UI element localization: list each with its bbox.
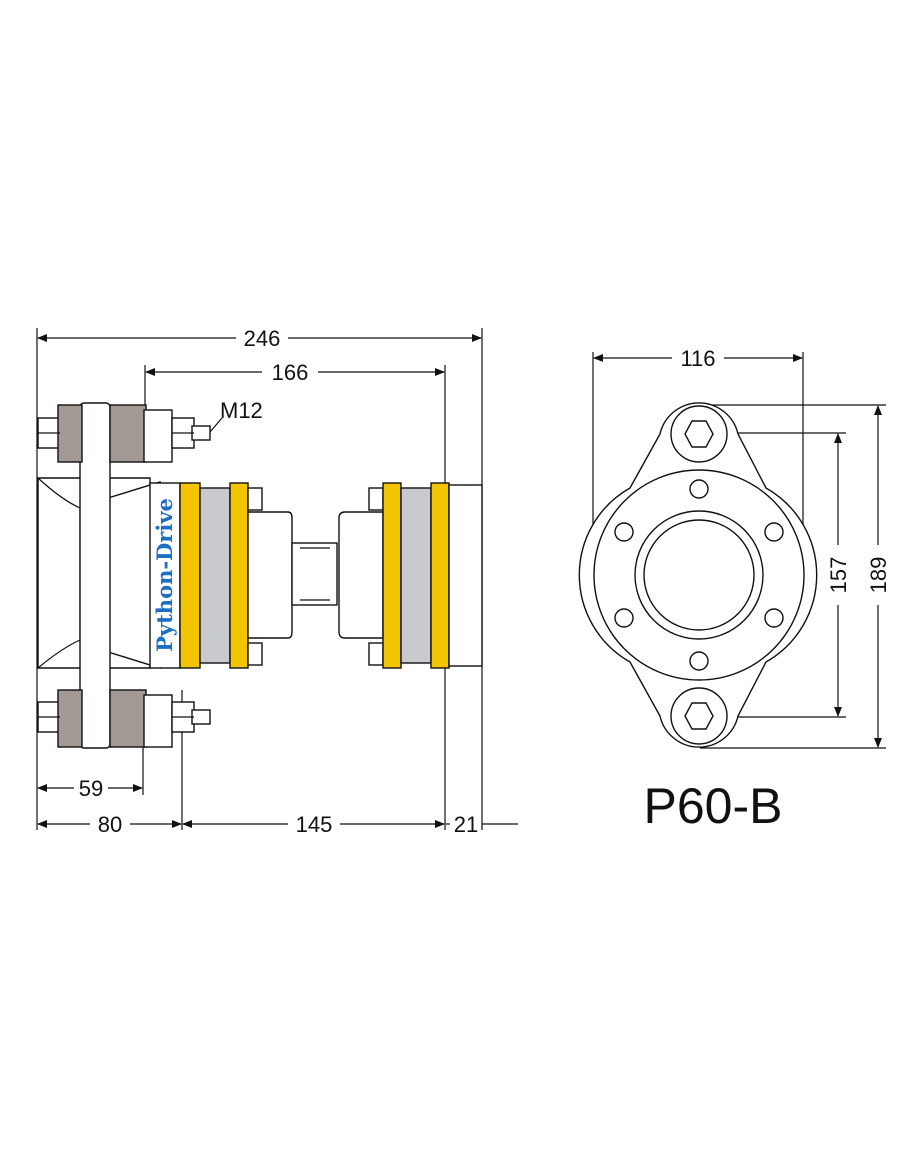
bolt-hole: [764, 608, 784, 628]
front-view: 116 157 189 P60-B: [578, 346, 891, 834]
dim-bracket-depth: 80: [37, 812, 182, 837]
svg-text:189: 189: [866, 557, 891, 594]
svg-text:157: 157: [826, 557, 851, 594]
top-bolt-assembly: [37, 404, 211, 463]
svg-text:21: 21: [454, 812, 478, 837]
center-shaft: [291, 542, 338, 606]
svg-text:80: 80: [98, 812, 122, 837]
dim-overall-length: 246: [37, 326, 482, 351]
bore-inner: [643, 519, 755, 631]
right-disc-stack: [338, 482, 483, 669]
dim-mid-span: 145: [182, 812, 445, 837]
bolt-holes: [614, 479, 784, 671]
brand-label: Python-Drive: [152, 498, 177, 652]
bolt-hole: [614, 608, 634, 628]
dim-flange-width: 116: [593, 346, 803, 371]
side-view: Python-Drive M12 246 166 59 80 145: [36, 326, 518, 837]
bracket-plate: [79, 402, 111, 749]
extension-lines: [36, 328, 483, 830]
bolt-hole: [764, 522, 784, 542]
svg-text:166: 166: [272, 360, 309, 385]
bottom-hex-bolt: [670, 687, 728, 745]
bottom-bolt-assembly: [37, 689, 211, 748]
svg-text:145: 145: [296, 812, 333, 837]
left-disc-stack: [149, 482, 293, 669]
dim-bolt-spacing: 157: [826, 433, 851, 717]
dim-body-length: 166: [145, 360, 445, 385]
svg-text:246: 246: [244, 326, 281, 351]
thread-label: M12: [220, 398, 263, 423]
dim-flange-thickness: 21: [446, 812, 518, 837]
svg-text:59: 59: [79, 776, 103, 801]
bolt-hole: [614, 522, 634, 542]
dim-flange-height: 189: [866, 405, 891, 748]
dim-bracket-offset: 59: [37, 776, 143, 801]
bolt-hole: [689, 479, 709, 499]
svg-text:116: 116: [680, 346, 715, 371]
bolt-hole: [689, 651, 709, 671]
m12-leader-line: [209, 417, 223, 433]
model-label: P60-B: [644, 778, 783, 834]
top-hex-bolt: [670, 405, 728, 463]
